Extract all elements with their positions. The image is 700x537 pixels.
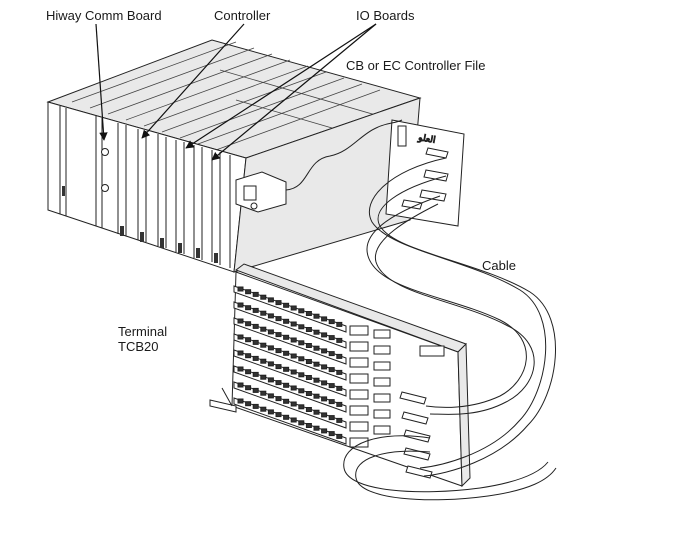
terminal-row bbox=[233, 333, 391, 387]
hiway-comm-board-label: Hiway Comm Board bbox=[46, 8, 162, 23]
terminal-row bbox=[233, 397, 369, 448]
arrow-controller bbox=[141, 23, 245, 139]
arrow-io-boards-1 bbox=[185, 23, 377, 149]
io-boards-label: IO Boards bbox=[356, 8, 415, 23]
cable-label: Cable bbox=[482, 258, 516, 273]
terminal-row bbox=[233, 301, 391, 355]
terminal-row bbox=[233, 317, 391, 371]
terminal-model-label: TCB20 bbox=[118, 339, 159, 354]
terminal-rows bbox=[233, 285, 391, 448]
terminal-row bbox=[233, 349, 391, 403]
arrow-io-boards-2 bbox=[211, 23, 377, 161]
controller-label: Controller bbox=[214, 8, 271, 23]
controller-file-chassis: ﺍﻟﻌﻠﻮ bbox=[46, 39, 465, 273]
terminal-label: Terminal bbox=[118, 324, 168, 339]
leader-lines bbox=[95, 23, 377, 161]
terminal-row bbox=[233, 381, 391, 435]
terminal-row bbox=[233, 285, 391, 339]
terminal-row bbox=[233, 365, 391, 419]
cable-bundle bbox=[343, 157, 557, 501]
controller-file-label: CB or EC Controller File bbox=[346, 58, 486, 73]
arrow-hiway-comm-board bbox=[95, 23, 108, 141]
